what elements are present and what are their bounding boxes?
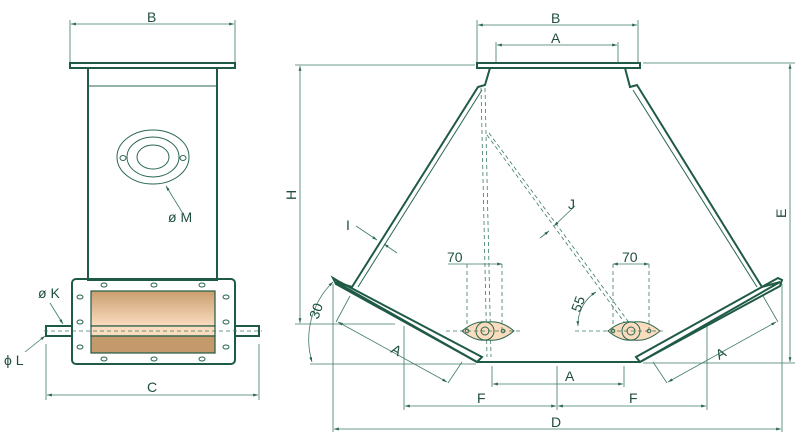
gate-housing xyxy=(71,278,236,365)
key-label: ϕ L xyxy=(4,352,24,368)
window-upper xyxy=(90,290,216,327)
dim-a-bottom: A xyxy=(565,368,575,384)
shaft-diameter-label: ø K xyxy=(38,285,60,301)
dim-b-front: B xyxy=(147,9,156,25)
outlet-flange-left xyxy=(330,275,484,364)
inlet-flange xyxy=(476,62,641,69)
dim-70-right: 70 xyxy=(622,249,638,265)
dim-b-side: B xyxy=(551,10,560,26)
side-view: 70 70 55 J I H E B A 30 A xyxy=(283,10,795,432)
body xyxy=(87,67,218,281)
dim-a-outlet-left: A xyxy=(389,341,406,360)
angle-55: 55 xyxy=(568,294,588,314)
flap-vertical xyxy=(480,87,488,358)
bolt-holes xyxy=(76,282,230,362)
dim-a-outlet-right: A xyxy=(713,344,730,363)
outlet-flange-right xyxy=(634,276,784,364)
label-j: J xyxy=(568,196,575,212)
window-lower xyxy=(90,335,216,354)
dim-d: D xyxy=(551,414,561,430)
front-view: ø M ø K ϕ L B C xyxy=(4,9,262,400)
flap-diagonal xyxy=(486,134,631,331)
dim-70-left: 70 xyxy=(447,249,463,265)
angle-30: 30 xyxy=(306,301,326,321)
port-flange-icon xyxy=(116,129,190,185)
dim-a-top: A xyxy=(551,30,561,46)
label-i: I xyxy=(346,217,350,233)
dim-c: C xyxy=(147,379,157,395)
dim-e: E xyxy=(773,209,789,218)
dim-h: H xyxy=(283,190,299,200)
port-diameter-label: ø M xyxy=(168,209,192,225)
dim-f-left: F xyxy=(477,390,486,406)
diverter-body xyxy=(335,67,781,363)
dim-f-right: F xyxy=(629,390,638,406)
